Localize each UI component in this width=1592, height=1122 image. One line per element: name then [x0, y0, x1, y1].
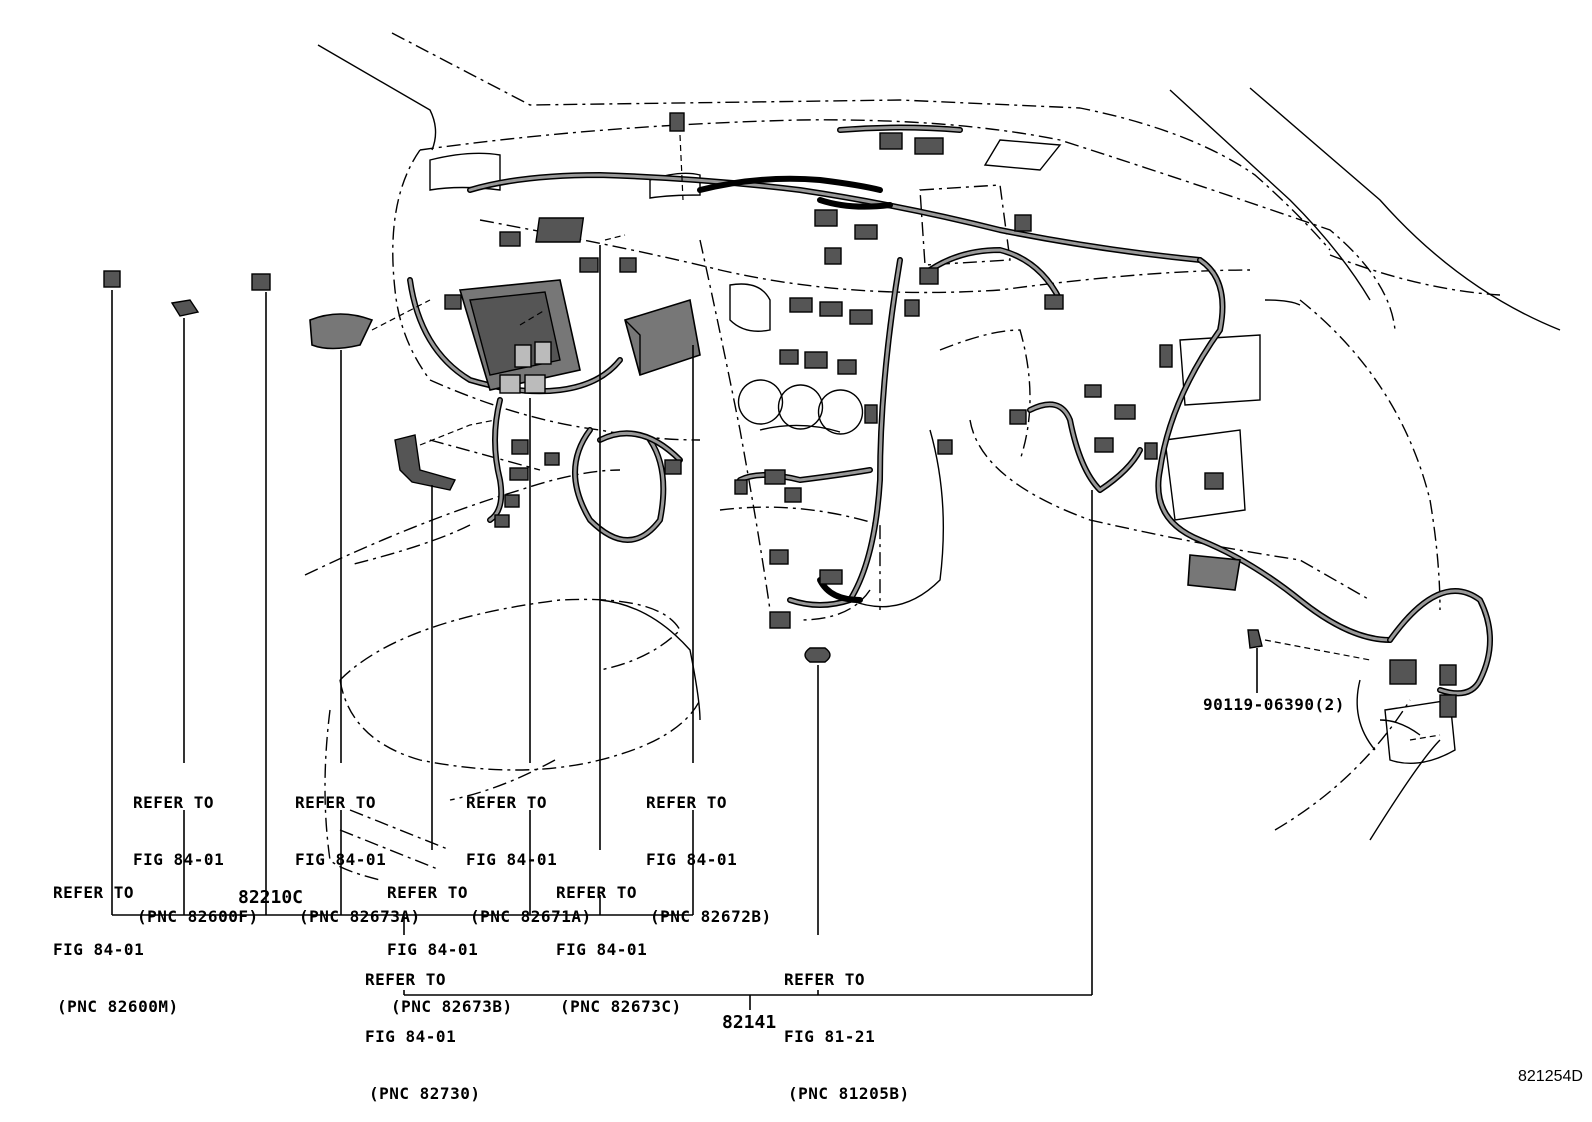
windshield-outline	[317, 32, 1561, 331]
wiring-harness-diagram	[103, 32, 1561, 1010]
callout-line: REFER TO	[646, 793, 728, 812]
callout-line: FIG 84-01	[365, 1027, 457, 1046]
callout-line: (PNC 82730)	[369, 1084, 481, 1103]
callout-line: (PNC 81205B)	[788, 1084, 910, 1103]
callout-line: (PNC 82600F)	[137, 907, 259, 926]
junction-block	[458, 279, 581, 394]
connectors	[444, 112, 1457, 718]
callout-line: FIG 84-01	[466, 850, 558, 869]
callout-line: (PNC 82673C)	[560, 997, 682, 1016]
center-console-outline	[324, 598, 701, 881]
callout-pnc-82673a: REFER TO FIG 84-01 (PNC 82673A)	[295, 755, 421, 945]
callout-line: REFER TO	[387, 883, 469, 902]
callout-line: REFER TO	[466, 793, 548, 812]
callout-line: FIG 84-01	[387, 940, 479, 959]
callout-line: (PNC 82673B)	[391, 997, 513, 1016]
callout-pnc-82673c: REFER TO FIG 84-01 (PNC 82673C)	[556, 845, 682, 1035]
callout-line: FIG 84-01	[556, 940, 648, 959]
part-number-82141: 82141	[722, 1012, 777, 1033]
callout-pnc-82672b: REFER TO FIG 84-01 (PNC 82672B)	[646, 755, 772, 945]
callout-line: REFER TO	[53, 883, 135, 902]
callout-line: FIG 81-21	[784, 1027, 876, 1046]
callout-line: REFER TO	[133, 793, 215, 812]
instrument-panel-outline	[304, 119, 1456, 841]
callout-line: FIG 84-01	[295, 850, 387, 869]
callout-line: (PNC 82671A)	[470, 907, 592, 926]
callout-pnc-82673b: REFER TO FIG 84-01 (PNC 82673B)	[387, 845, 513, 1035]
callout-line: REFER TO	[784, 970, 866, 989]
callout-line: REFER TO	[295, 793, 377, 812]
callout-line: REFER TO	[556, 883, 638, 902]
callout-pnc-82600f: REFER TO FIG 84-01 (PNC 82600F)	[133, 755, 259, 945]
callout-line: REFER TO	[365, 970, 447, 989]
callout-line: FIG 84-01	[646, 850, 738, 869]
callout-pnc-82671a: REFER TO FIG 84-01 (PNC 82671A)	[466, 755, 592, 945]
leader-lines	[111, 134, 1441, 1010]
callout-pnc-81205b: REFER TO FIG 81-21 (PNC 81205B)	[784, 932, 910, 1122]
callout-line: FIG 84-01	[53, 940, 145, 959]
callout-pnc-82730: REFER TO FIG 84-01 (PNC 82730)	[365, 932, 480, 1122]
ecu-module	[624, 298, 701, 377]
loose-parts	[103, 270, 1263, 649]
main-wire-harness	[407, 124, 1493, 697]
callout-line: (PNC 82672B)	[650, 907, 772, 926]
callout-pnc-82600m: REFER TO FIG 84-01 (PNC 82600M)	[53, 845, 179, 1035]
callout-line: FIG 84-01	[133, 850, 225, 869]
part-number-bolt: 90119-06390(2)	[1203, 695, 1345, 714]
callout-line: (PNC 82600M)	[57, 997, 179, 1016]
figure-id: 821254D	[1518, 1068, 1583, 1085]
part-number-82210c: 82210C	[238, 887, 304, 908]
callout-line: (PNC 82673A)	[299, 907, 421, 926]
